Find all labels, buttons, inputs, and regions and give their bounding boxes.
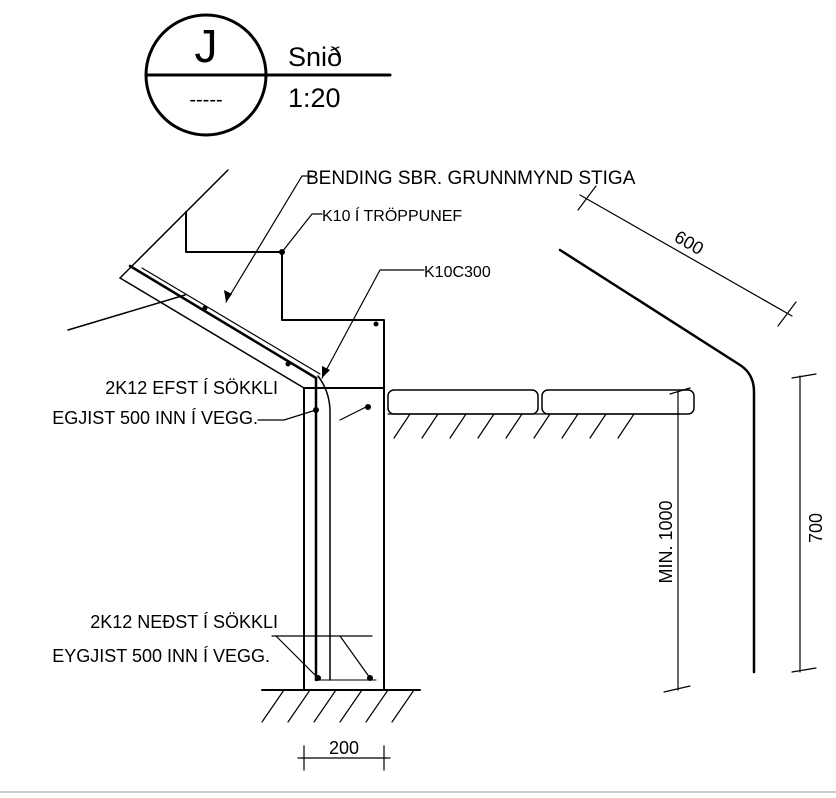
- railing: [558, 248, 756, 674]
- stair-slab-soffit-line: [119, 277, 305, 389]
- dimension-tick: [577, 185, 597, 211]
- leader-line: [339, 406, 367, 421]
- leader-arrow: [322, 366, 330, 378]
- rebar-dot: [365, 404, 371, 410]
- bottom-bars-label-line1: 2K12 NEÐST Í SÖKKLI: [90, 612, 278, 632]
- scale-label: 1:20: [288, 83, 341, 113]
- wall-vertical-bar-inner: [317, 375, 331, 681]
- leader-line: [281, 213, 323, 253]
- dimension-min-1000: MIN. 1000: [656, 387, 691, 693]
- top-bars-label-line2: EGJIST 500 INN Í VEGG.: [52, 408, 258, 428]
- dimension-tick: [791, 667, 817, 673]
- dimension-tick: [669, 387, 691, 395]
- view-type-label: Snið: [288, 42, 342, 72]
- railing-profile: [558, 248, 756, 674]
- ground-hatch-upper: [393, 413, 635, 439]
- leader-dot: [279, 249, 285, 255]
- dimension-min-1000-label: MIN. 1000: [656, 500, 676, 583]
- dimension-600-label: 600: [671, 227, 707, 259]
- slab-reinforcement: [128, 264, 379, 380]
- dimension-600: 600: [577, 185, 797, 327]
- stair-slab-break-line: [67, 294, 186, 331]
- stair-steps-outline: [185, 211, 385, 389]
- top-bars-label-line1: 2K12 EFST Í SÖKKLI: [105, 378, 278, 398]
- bending-label: BENDING SBR. GRUNNMYND STIGA: [306, 168, 636, 189]
- dimension-tick: [663, 685, 691, 693]
- stair-slab: [67, 169, 385, 389]
- slab-secondary-bar: [141, 267, 321, 375]
- leader-k10-nose: K10 Í TRÖPPUNEF: [279, 206, 462, 255]
- dimension-line: [579, 194, 793, 317]
- rebar-dot: [202, 305, 208, 311]
- dimension-700: 700: [791, 373, 826, 673]
- leader-arrow: [224, 290, 232, 302]
- dimension-200-label: 200: [329, 738, 359, 758]
- dimension-200: 200: [297, 738, 391, 771]
- ground-hatch-lower: [261, 689, 415, 723]
- bottom-bars-label-line2: EYGJIST 500 INN Í VEGG.: [52, 646, 270, 666]
- leader-line: [225, 175, 313, 303]
- leader-bottom-bars: 2K12 NEÐST Í SÖKKLI EYGJIST 500 INN Í VE…: [52, 612, 373, 679]
- sheet-reference: -----: [189, 89, 222, 111]
- ground-paving: [261, 389, 695, 723]
- foundation-wall: [303, 375, 385, 691]
- stair-slab-top-edge: [119, 169, 229, 279]
- title-block: J ----- Snið 1:20: [144, 13, 392, 137]
- rebar-dot: [285, 361, 291, 367]
- leader-line: [339, 635, 371, 679]
- leader-k10c300: K10C300: [321, 264, 491, 379]
- leader-top-bars: 2K12 EFST Í SÖKKLI EGJIST 500 INN Í VEGG…: [52, 378, 367, 428]
- section-letter: J: [195, 20, 218, 72]
- dimension-tick: [777, 301, 797, 327]
- dimension-700-label: 700: [806, 513, 826, 543]
- leader-line: [283, 409, 317, 421]
- k10c300-label: K10C300: [424, 264, 491, 281]
- paving-slab: [387, 389, 539, 415]
- leader-line: [275, 635, 319, 679]
- leader-line: [321, 269, 425, 379]
- leader-bending: BENDING SBR. GRUNNMYND STIGA: [224, 168, 636, 303]
- rebar-dot: [373, 321, 379, 327]
- k10-nose-label: K10 Í TRÖPPUNEF: [322, 206, 462, 225]
- dimension-tick: [791, 373, 817, 379]
- slab-main-bar: [128, 264, 318, 380]
